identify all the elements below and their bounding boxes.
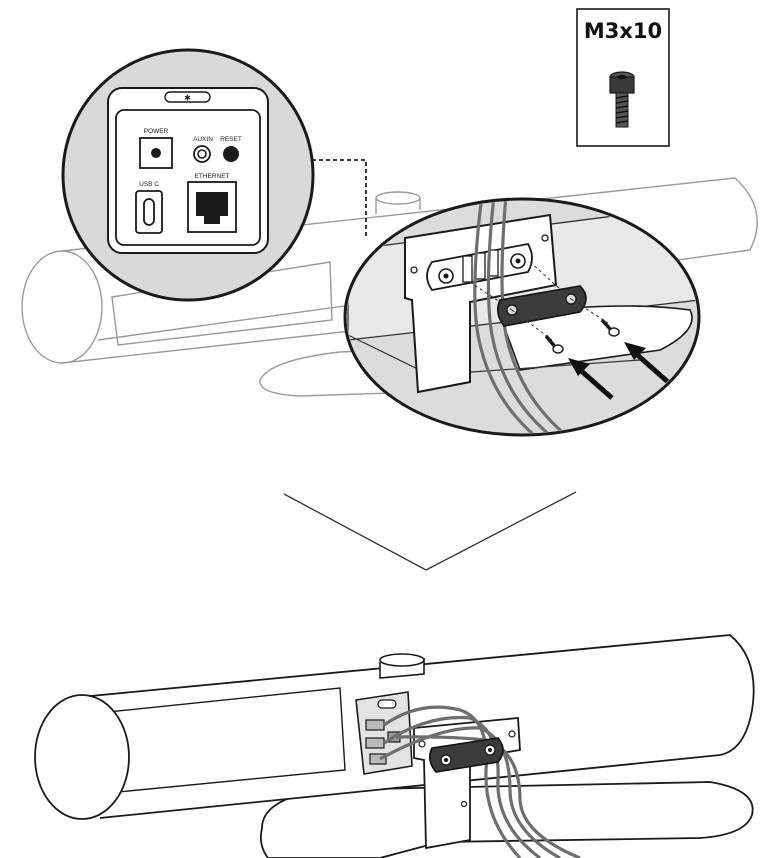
bluetooth-icon: ✱ [184, 94, 191, 103]
video-bar-bottom [34, 634, 755, 858]
ports-callout: ✱ POWER AUXIN RESET USB C ETHERNET [61, 48, 315, 302]
screw-icon [609, 71, 635, 128]
screw-spec-box: M3x10 [576, 8, 670, 147]
reset-button [223, 146, 239, 162]
bluetooth-button [164, 91, 211, 103]
mounting-plate-installed [428, 737, 504, 773]
power-label: POWER [144, 128, 169, 135]
ethernet-label: ETHERNET [194, 173, 229, 180]
transition-chevron [283, 491, 577, 571]
cable-clamp [426, 242, 533, 291]
bracket-callout [343, 197, 701, 437]
cables-top [473, 201, 573, 433]
mounting-plate [496, 285, 587, 327]
screw-right [600, 318, 620, 337]
screw-size-label: M3x10 [584, 19, 662, 43]
screw-left [544, 334, 564, 354]
usbc-label: USB C [139, 181, 159, 188]
insert-arrow-left [568, 358, 614, 400]
reset-label: RESET [220, 136, 242, 143]
insert-arrow-right [624, 342, 670, 384]
auxin-label: AUXIN [193, 136, 213, 143]
callout-leader-dashed [305, 159, 367, 238]
